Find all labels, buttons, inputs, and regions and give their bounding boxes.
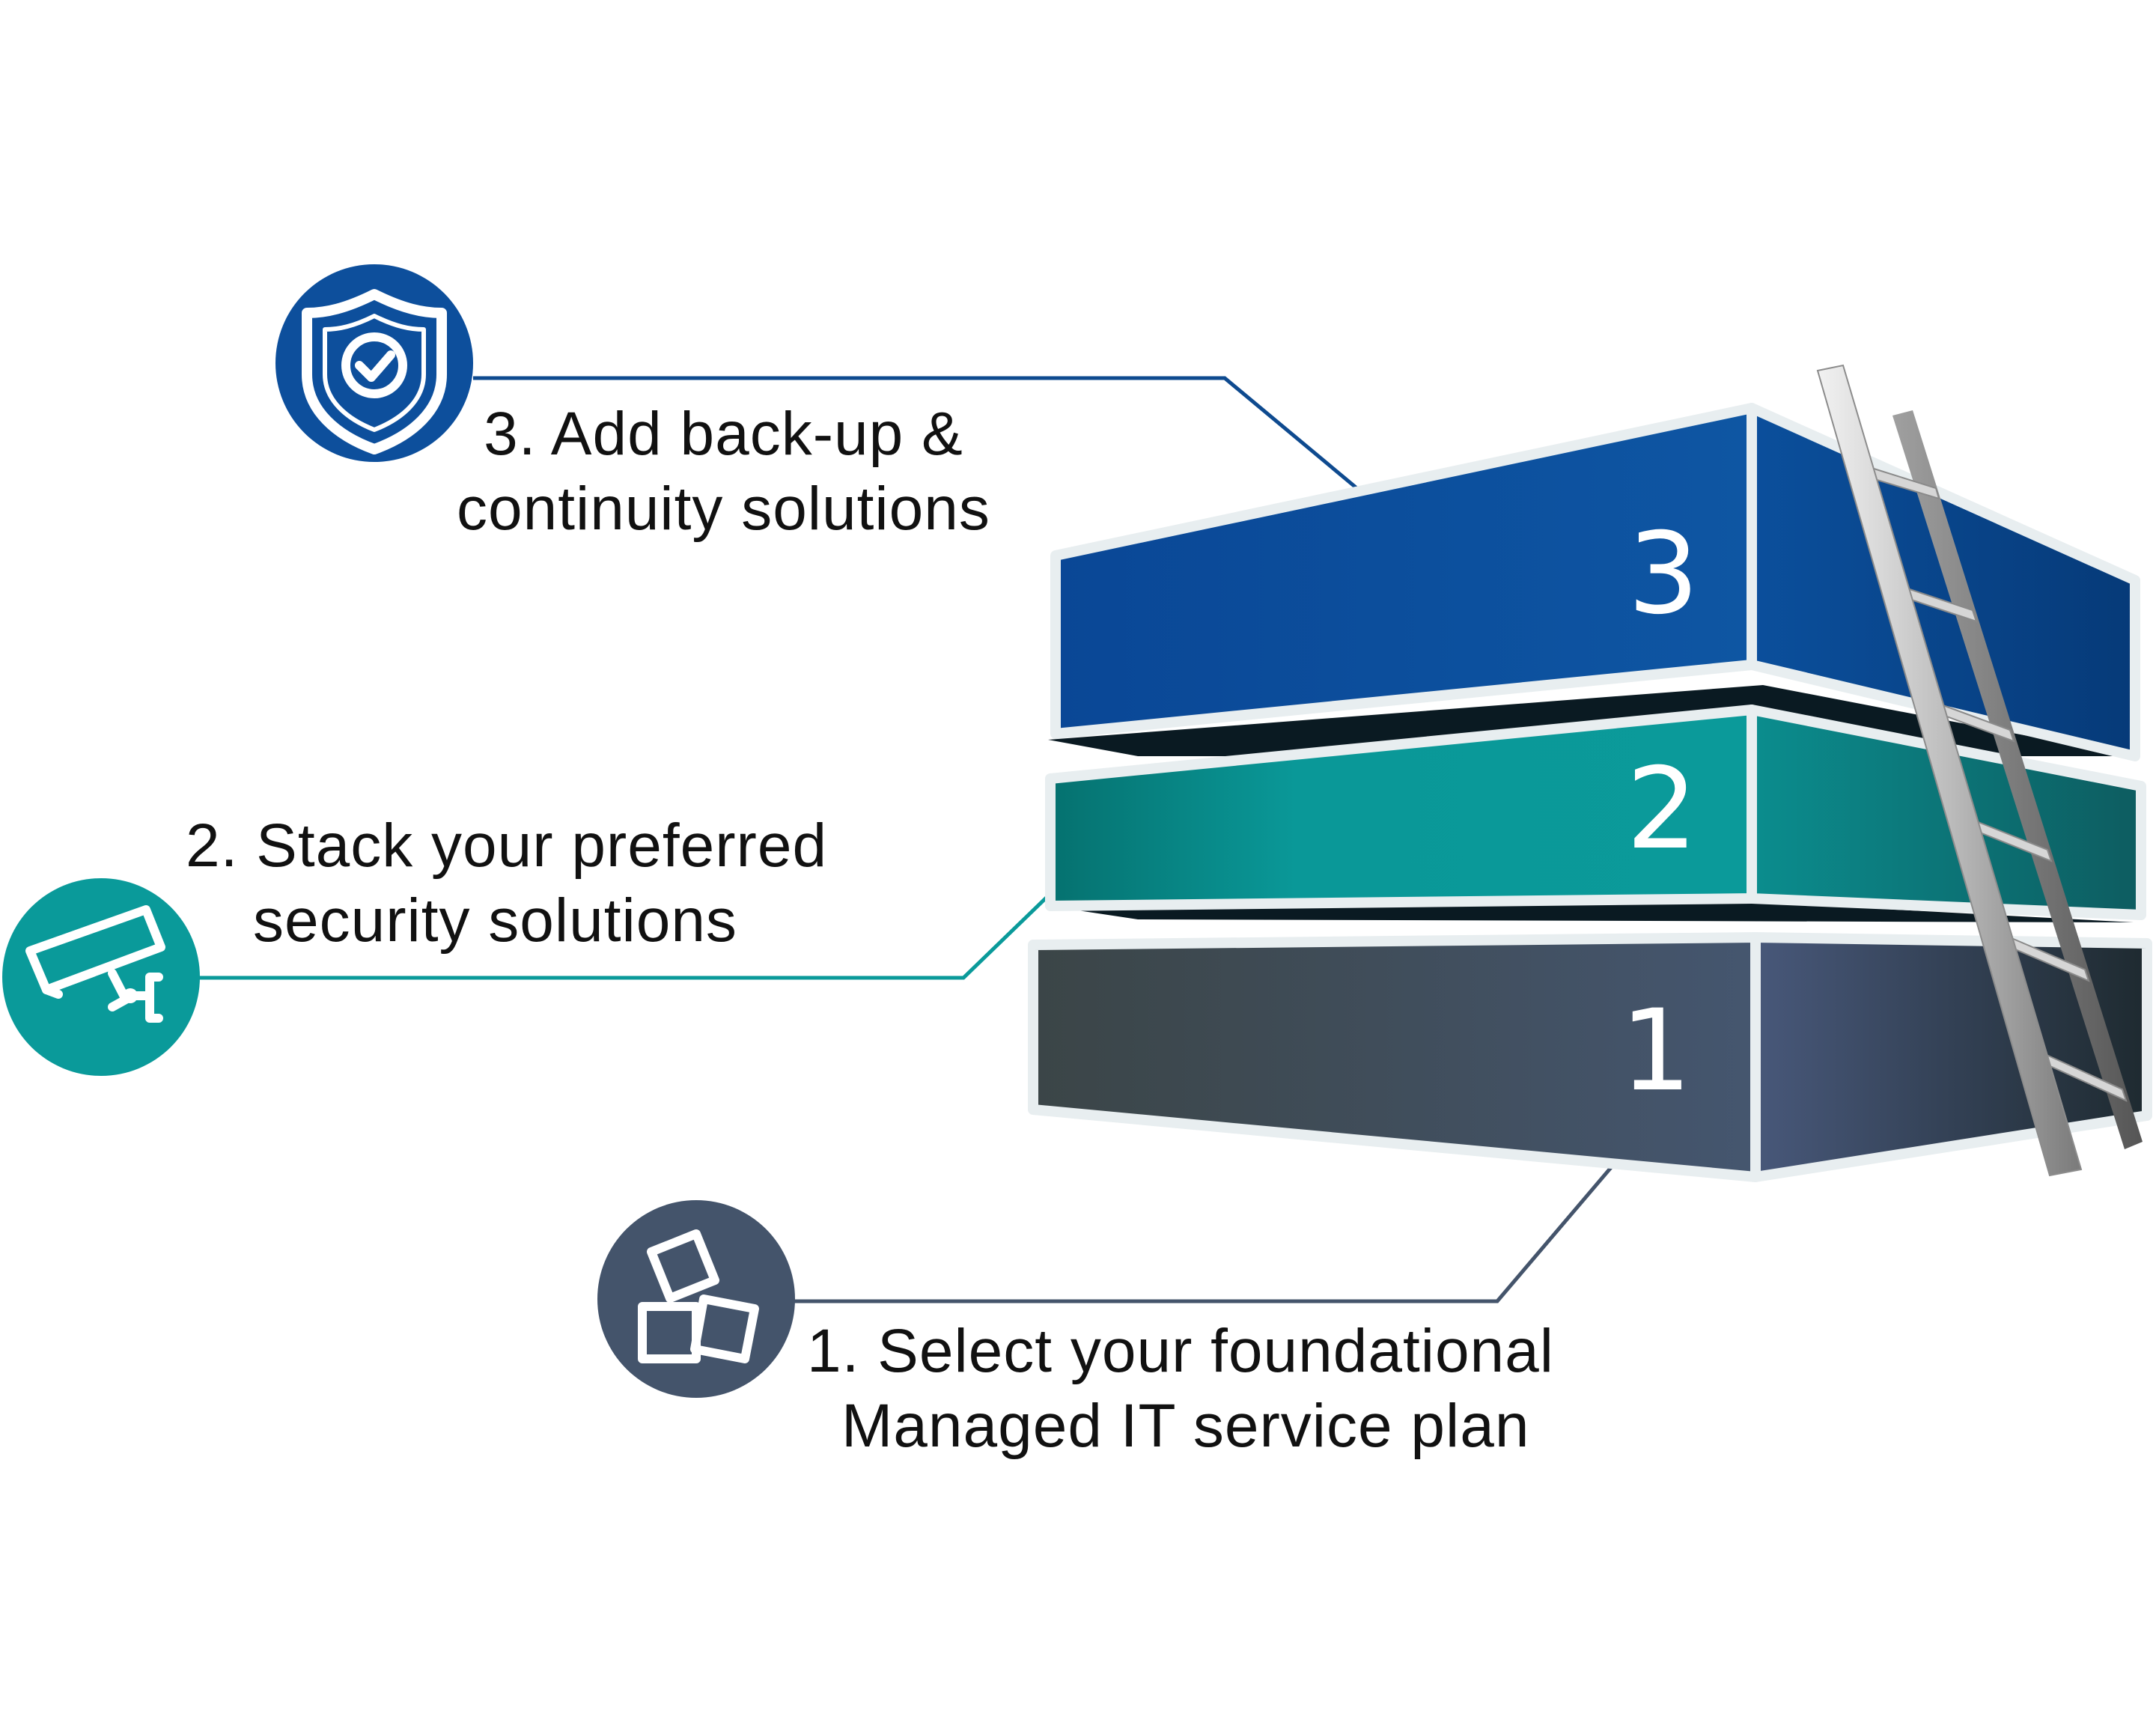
step-1-label-line2: Managed IT service plan bbox=[841, 1392, 1530, 1460]
block-3-side bbox=[1747, 403, 2140, 761]
ladder-front-rail bbox=[1816, 364, 2083, 1177]
block-1: 1 bbox=[1028, 932, 2152, 1182]
security-camera-icon bbox=[2, 878, 200, 1076]
step-2-label-line1: 2. Stack your preferred bbox=[186, 812, 828, 880]
connector-line-1 bbox=[792, 1159, 1618, 1303]
block-1-number: 1 bbox=[1620, 986, 1691, 1116]
block-3: 3 bbox=[1050, 403, 2140, 761]
ladder-back-rail bbox=[1892, 410, 2143, 1149]
connector-line-3 bbox=[473, 376, 1365, 496]
ladder-icon bbox=[1816, 364, 2143, 1177]
step-2-label: 2. Stack your preferred security solutio… bbox=[186, 809, 827, 958]
cubes-icon bbox=[597, 1200, 795, 1398]
step-2-label-line2: security solutions bbox=[253, 886, 737, 955]
step-3-label: 3. Add back-up & continuity solutions bbox=[457, 397, 990, 547]
step-3-label-line1: 3. Add back-up & bbox=[484, 400, 963, 468]
step-3-label-line2: continuity solutions bbox=[457, 475, 990, 543]
block-3-number: 3 bbox=[1627, 509, 1699, 639]
step-1-label: 1. Select your foundational Managed IT s… bbox=[807, 1314, 1554, 1464]
block-2-number: 2 bbox=[1626, 744, 1697, 874]
shield-check-icon bbox=[275, 264, 473, 462]
step-1-label-line1: 1. Select your foundational bbox=[807, 1317, 1554, 1385]
